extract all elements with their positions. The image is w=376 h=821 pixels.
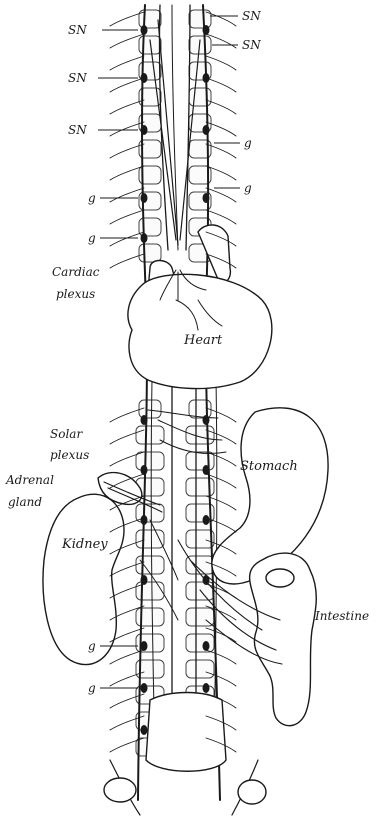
- ganglion-right: [203, 125, 210, 135]
- vertebra-left: [136, 426, 164, 444]
- label-g-left-3: g: [88, 639, 96, 653]
- vertebra-right: [186, 582, 214, 600]
- intestine-organ: [250, 553, 317, 726]
- ganglion-left: [141, 125, 148, 135]
- vertebra-right: [186, 530, 214, 548]
- label-solar-plexus-2: plexus: [50, 448, 89, 462]
- ganglion-left: [141, 465, 148, 475]
- ganglion-left: [141, 515, 148, 525]
- vertebra-left: [136, 556, 164, 574]
- label-sn-left-2: SN: [68, 71, 87, 85]
- ganglion-right: [203, 515, 210, 525]
- segmental-nerve-left: [110, 254, 144, 268]
- label-heart: Heart: [183, 333, 223, 348]
- ganglion-left: [141, 575, 148, 585]
- pelvic-structures: [104, 693, 266, 816]
- label-cardiac-plexus-2: plexus: [56, 287, 95, 301]
- label-adrenal-gland-2: gland: [8, 495, 42, 509]
- segmental-nerve-left: [110, 78, 144, 92]
- label-g-right-2: g: [244, 181, 252, 195]
- segmental-nerve-left: [110, 100, 144, 114]
- vertebra-right: [186, 634, 214, 652]
- ganglion-right: [203, 415, 210, 425]
- vertebra-left: [139, 218, 161, 236]
- ganglion-right: [203, 465, 210, 475]
- vertebra-right: [186, 660, 214, 678]
- label-sn-top-right: SN: [242, 9, 261, 23]
- label-g-right-1: g: [244, 136, 252, 150]
- ganglion-left: [141, 683, 148, 693]
- label-solar-plexus-1: Solar: [50, 427, 83, 441]
- label-g-left-4: g: [88, 681, 96, 695]
- label-sn-top-left: SN: [68, 23, 87, 37]
- ganglion-right: [203, 683, 210, 693]
- kidney-organ: [43, 494, 124, 664]
- vertebra-right: [186, 556, 214, 574]
- label-cardiac-plexus-1: Cardiac: [52, 265, 100, 279]
- vertebra-right: [186, 426, 214, 444]
- ganglion-right: [203, 193, 210, 203]
- label-adrenal-gland-1: Adrenal: [5, 473, 54, 487]
- vertebra-left: [139, 244, 161, 262]
- segmental-nerve-left: [110, 232, 144, 246]
- ganglion-left: [141, 725, 148, 735]
- ganglion-left: [141, 641, 148, 651]
- ganglion-right: [203, 25, 210, 35]
- ganglion-left: [141, 193, 148, 203]
- label-g-left-1: g: [88, 191, 96, 205]
- ganglion-left: [141, 233, 148, 243]
- label-sn-left-3: SN: [68, 123, 87, 137]
- vertebra-left: [136, 582, 164, 600]
- label-kidney: Kidney: [61, 537, 108, 552]
- label-g-left-2: g: [88, 231, 96, 245]
- ganglion-left: [141, 415, 148, 425]
- ganglion-right: [203, 641, 210, 651]
- vertebra-left: [136, 452, 164, 470]
- ganglion-left: [141, 25, 148, 35]
- vertebra-right: [186, 452, 214, 470]
- label-stomach: Stomach: [240, 459, 298, 474]
- label-sn-right-2: SN: [242, 38, 261, 52]
- label-intestine: Intestine: [314, 609, 369, 623]
